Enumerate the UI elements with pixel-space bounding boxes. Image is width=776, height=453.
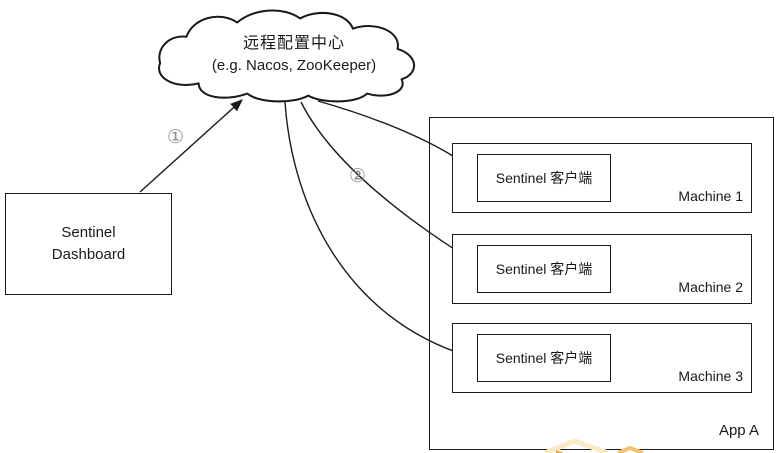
step-2-label: ②	[349, 166, 367, 187]
config-center-cloud	[158, 9, 416, 103]
sentinel-dashboard-box: Sentinel Dashboard	[5, 193, 172, 295]
machine-box-2: Sentinel 客户端 Machine 2	[452, 234, 752, 304]
watermark-chevrons	[544, 438, 644, 453]
machine-label-3: Machine 3	[678, 368, 743, 384]
arrow-dashboard-to-config	[139, 99, 243, 193]
machine-box-1: Sentinel 客户端 Machine 1	[452, 143, 752, 213]
sentinel-client-box-2: Sentinel 客户端	[477, 245, 611, 293]
dashboard-label-line1: Sentinel	[61, 223, 116, 241]
watermark-chevron-large	[544, 438, 609, 453]
sentinel-client-box-3: Sentinel 客户端	[477, 334, 611, 382]
machine-label-2: Machine 2	[678, 279, 743, 295]
watermark-fleck	[556, 450, 564, 453]
dashboard-label-line2: Dashboard	[51, 246, 126, 263]
config-center-label: 远程配置中心 (e.g. Nacos, ZooKeeper)	[170, 32, 418, 77]
watermark-chevron-small	[617, 445, 644, 453]
machine-box-3: Sentinel 客户端 Machine 3	[452, 323, 752, 393]
sentinel-client-box-1: Sentinel 客户端	[477, 154, 611, 202]
sentinel-client-label-3: Sentinel 客户端	[495, 350, 593, 366]
config-center-subtitle: (e.g. Nacos, ZooKeeper)	[211, 57, 377, 75]
machine-label-1: Machine 1	[678, 188, 743, 204]
sentinel-client-label-2: Sentinel 客户端	[495, 261, 593, 277]
config-center-title: 远程配置中心	[242, 35, 345, 52]
app-a-label: App A	[718, 422, 759, 439]
cloud-outline	[158, 9, 416, 103]
step-1-label: ①	[167, 127, 185, 148]
sentinel-client-label-1: Sentinel 客户端	[495, 170, 593, 186]
